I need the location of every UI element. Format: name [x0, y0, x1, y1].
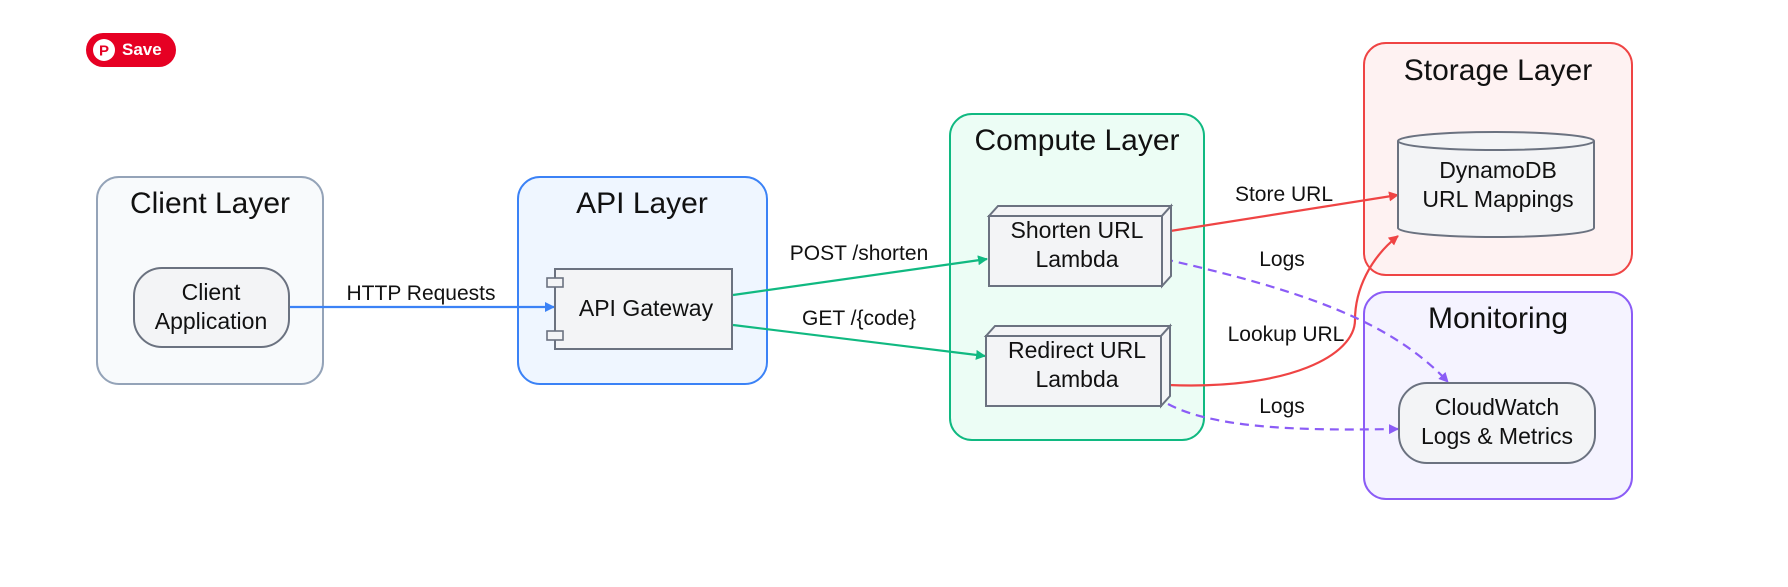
redirect-lambda-line2: Lambda	[1035, 366, 1118, 392]
api-layer-title: API Layer	[576, 187, 708, 220]
shorten-lambda-line1: Shorten URL	[1011, 217, 1144, 243]
client-layer-title: Client Layer	[130, 187, 290, 220]
cloudwatch-line1: CloudWatch	[1435, 394, 1559, 420]
edge-logs-shorten	[1163, 257, 1449, 383]
cloudwatch-line2: Logs & Metrics	[1421, 423, 1573, 449]
edge-label-http-requests: HTTP Requests	[347, 282, 496, 305]
edge-logs-redirect	[1167, 403, 1399, 435]
save-button[interactable]: P Save	[86, 33, 176, 67]
api-layer-group: API Layer	[517, 176, 768, 385]
shorten-url-lambda-node: Shorten URL Lambda	[986, 203, 1174, 289]
cloudwatch-node: CloudWatch Logs & Metrics	[1398, 382, 1596, 464]
compute-layer-group: Compute Layer	[949, 113, 1205, 441]
edge-label-lookup-url: Lookup URL	[1228, 323, 1345, 346]
api-gateway-node: API Gateway	[546, 268, 733, 350]
client-app-line2: Application	[155, 308, 268, 334]
pinterest-icon: P	[93, 39, 115, 61]
redirect-url-lambda-node: Redirect URL Lambda	[983, 323, 1173, 409]
client-layer-group: Client Layer	[96, 176, 324, 385]
svg-text:P: P	[99, 43, 109, 60]
edge-store-url	[1163, 191, 1399, 234]
dynamodb-line2: URL Mappings	[1422, 186, 1573, 212]
storage-layer-group: Storage Layer	[1363, 42, 1633, 276]
edge-label-post-shorten: POST /shorten	[790, 242, 929, 265]
storage-layer-title: Storage Layer	[1404, 54, 1592, 87]
dynamodb-node: DynamoDB URL Mappings	[1397, 131, 1595, 238]
edge-post-shorten	[732, 255, 988, 297]
monitoring-title: Monitoring	[1428, 302, 1568, 335]
edge-label-logs-redirect: Logs	[1259, 395, 1305, 418]
compute-layer-title: Compute Layer	[974, 124, 1179, 157]
client-app-line1: Client	[182, 279, 241, 305]
dynamodb-line1: DynamoDB	[1439, 157, 1557, 183]
redirect-lambda-line1: Redirect URL	[1008, 337, 1146, 363]
save-button-label: Save	[122, 40, 162, 59]
edge-label-get-code: GET /{code}	[802, 307, 916, 330]
shorten-lambda-line2: Lambda	[1035, 246, 1118, 272]
edge-lookup-url	[1167, 235, 1399, 387]
client-application-node: Client Application	[133, 267, 290, 348]
edge-label-logs-shorten: Logs	[1259, 248, 1305, 271]
edge-get-code	[732, 323, 986, 360]
monitoring-group: Monitoring	[1363, 291, 1633, 500]
edge-label-store-url: Store URL	[1235, 183, 1333, 206]
api-gateway-label: API Gateway	[579, 295, 714, 321]
